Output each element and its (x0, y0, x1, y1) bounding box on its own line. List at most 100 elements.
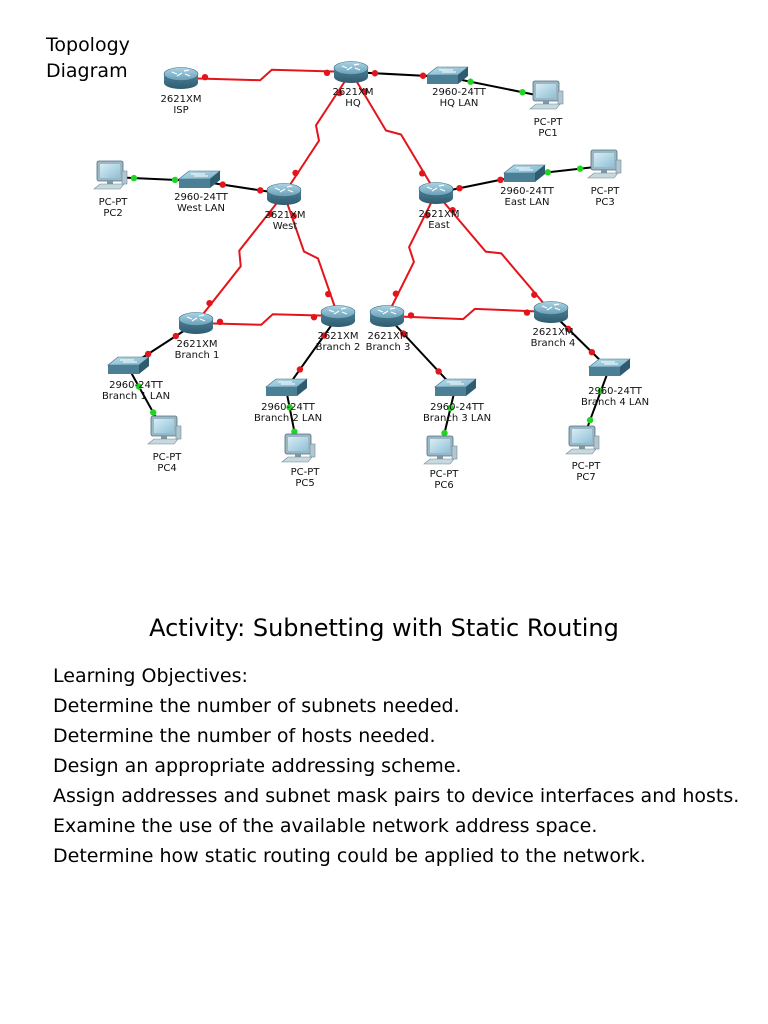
device-name-label: West (273, 221, 298, 232)
link-up-indicator (150, 409, 157, 416)
objective-item: Determine the number of hosts needed. (53, 725, 436, 747)
link-down-indicator (219, 181, 226, 188)
diagram-title-line1: Topology (46, 34, 130, 56)
link-up-indicator (519, 89, 526, 96)
device-name-label: Branch 4 LAN (581, 397, 649, 408)
pc-icon (93, 160, 128, 190)
devices-layer (93, 61, 631, 465)
device-name-label: PC7 (576, 472, 595, 483)
link-down-indicator (267, 210, 274, 218)
device-model-label: PC-PT (430, 469, 460, 480)
ethernet-link (285, 315, 339, 390)
objective-item: Determine the number of subnets needed. (53, 695, 460, 717)
device-name-label: Branch 2 LAN (254, 413, 322, 424)
link-down-indicator (320, 332, 328, 339)
switch-icon (434, 378, 477, 396)
router-icon (333, 61, 369, 83)
link-up-indicator (544, 169, 552, 176)
device-model-label: 2621XM (533, 327, 574, 338)
link-down-indicator (296, 366, 304, 373)
device-name-label: ISP (173, 105, 188, 116)
device-name-label: West LAN (177, 203, 225, 214)
link-up-indicator (576, 165, 584, 172)
device-model-label: 2960-24TT (261, 402, 316, 413)
link-up-indicator (130, 174, 138, 182)
device-model-label: 2960-24TT (588, 386, 643, 397)
link-down-indicator (323, 69, 331, 77)
router-icon (178, 312, 214, 334)
link-down-indicator (419, 72, 427, 79)
link-up-indicator (597, 387, 605, 395)
device-name-label: HQ (345, 98, 361, 109)
serial-link (283, 193, 339, 317)
router-icon (533, 301, 569, 323)
ethernet-link (386, 315, 456, 390)
device-name-label: HQ LAN (440, 98, 479, 109)
device-model-label: 2621XM (419, 209, 460, 220)
pc-icon (423, 435, 458, 465)
activity-title: Activity: Subnetting with Static Routing (149, 614, 619, 642)
device-model-label: PC-PT (591, 186, 621, 197)
link-up-indicator (447, 404, 454, 412)
diagram-title: Topology Diagram (46, 32, 130, 84)
link-down-indicator (400, 330, 407, 337)
switch-icon (588, 358, 631, 376)
link-up-indicator (467, 78, 474, 85)
link-down-indicator (456, 184, 463, 192)
router-icon (163, 67, 199, 89)
device-name-label: PC1 (538, 128, 557, 139)
pc-icon (529, 80, 564, 110)
link-down-indicator (216, 318, 224, 326)
link-up-indicator (135, 383, 142, 390)
device-model-label: PC-PT (153, 452, 183, 463)
learning-objectives: Learning Objectives: Determine the numbe… (53, 664, 743, 874)
device-model-label: 2621XM (318, 331, 359, 342)
device-name-label: Branch 3 LAN (423, 413, 491, 424)
serial-link (386, 192, 437, 317)
router-icon (320, 305, 356, 327)
switch-icon (265, 378, 308, 396)
device-name-label: Branch 1 (175, 350, 220, 361)
link-up-indicator (286, 404, 293, 411)
serial-link (435, 192, 552, 313)
device-name-label: Branch 3 (366, 342, 411, 353)
serial-link (195, 313, 339, 326)
objective-item: Assign addresses and subnet mask pairs t… (53, 785, 740, 807)
router-icon (418, 182, 454, 204)
link-down-indicator (392, 290, 400, 297)
link-down-indicator (588, 348, 596, 356)
switch-icon (178, 170, 221, 188)
link-up-indicator (586, 416, 594, 424)
pc-icon (281, 433, 316, 463)
link-down-indicator (144, 350, 152, 358)
device-name-label: PC4 (157, 463, 176, 474)
link-down-indicator (206, 299, 213, 307)
pc-icon (147, 415, 182, 445)
device-name-label: East LAN (505, 197, 550, 208)
device-model-label: 2960-24TT (500, 186, 555, 197)
device-name-label: Branch 1 LAN (102, 391, 170, 402)
link-down-indicator (371, 70, 379, 77)
link-down-indicator (531, 291, 538, 298)
link-down-indicator (361, 88, 368, 95)
link-down-indicator (201, 73, 209, 81)
link-down-indicator (564, 325, 572, 333)
router-icon (369, 305, 405, 327)
link-down-indicator (336, 89, 343, 97)
link-down-indicator (325, 290, 332, 298)
device-model-label: 2960-24TT (430, 402, 485, 413)
link-up-indicator (171, 176, 179, 184)
objectives-heading: Learning Objectives: (53, 665, 248, 687)
device-model-label: 2960-24TT (109, 380, 164, 391)
device-name-label: PC6 (434, 480, 453, 491)
link-up-indicator (441, 429, 448, 437)
device-name-label: PC5 (295, 478, 314, 489)
device-model-label: PC-PT (99, 197, 129, 208)
objective-item: Design an appropriate addressing scheme. (53, 755, 462, 777)
device-model-label: 2621XM (333, 87, 374, 98)
link-down-indicator (423, 212, 431, 219)
pc-icon (587, 149, 622, 179)
pc-icon (565, 425, 600, 455)
device-model-label: 2960-24TT (432, 87, 487, 98)
device-name-label: East (428, 220, 450, 231)
